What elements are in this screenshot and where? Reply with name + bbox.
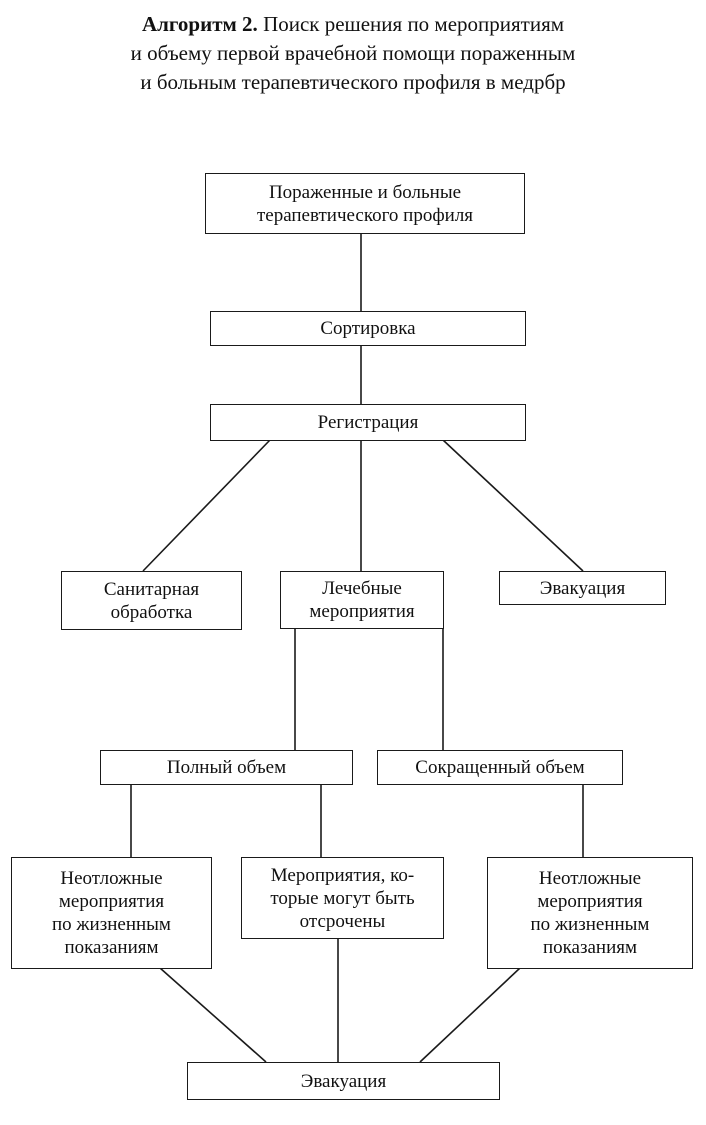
connector-registration-evacuation [442, 439, 584, 572]
node-deferred-line: отсрочены [299, 910, 386, 932]
node-deferred-line: торые могут быть [270, 887, 415, 909]
node-evacuation-bottom: Эвакуация [187, 1062, 500, 1100]
node-reduced-volume-line: Сокращенный объем [415, 757, 585, 778]
node-deferred-line: Мероприятия, ко- [270, 864, 415, 886]
connector-registration-sanitary [142, 439, 271, 572]
node-urgent-left-line: по жизненным [52, 914, 171, 935]
node-sorting: Сортировка [210, 311, 526, 346]
node-full-volume-line: Полный объем [166, 757, 287, 778]
node-urgent-right-line: Неотложные [538, 868, 642, 889]
diagram-title: Алгоритм 2. Поиск решения по мероприятия… [0, 10, 706, 97]
title-bold-prefix: Алгоритм 2. [141, 12, 258, 36]
title-line-3: и больным терапевтического профиля в мед… [140, 70, 566, 94]
node-treatment-line: Лечебные [322, 578, 402, 599]
node-evacuation-top-line: Эвакуация [539, 577, 626, 599]
node-sanitary-line: Санитарная [103, 578, 200, 600]
node-urgent-right-line: по жизненным [530, 914, 650, 935]
node-evacuation-top: Эвакуация [499, 571, 666, 605]
title-line-1-rest: Поиск решения по мероприятиям [263, 12, 565, 36]
node-urgent-left-line: показаниям [64, 937, 159, 958]
node-sanitary-line: обработка [110, 601, 193, 623]
node-root-line: терапевтического профиля [256, 204, 474, 226]
node-registration: Регистрация [210, 404, 526, 441]
title-line-2: и объему первой врачебной помощи поражен… [130, 41, 576, 65]
node-registration-line: Регистрация [317, 412, 419, 433]
node-reduced-volume: Сокращенный объем [377, 750, 623, 785]
node-root-line: Пораженные и больные [268, 181, 462, 203]
node-evacuation-bottom-line: Эвакуация [300, 1070, 387, 1092]
node-full-volume: Полный объем [100, 750, 353, 785]
title-line-1: Алгоритм 2. Поиск решения по мероприятия… [0, 10, 706, 39]
node-urgent-right-line: показаниям [542, 937, 638, 958]
connector-urgent-right-evacuation [419, 967, 521, 1063]
node-sorting-line: Сортировка [320, 318, 416, 339]
node-urgent-left-line: мероприятия [58, 891, 165, 912]
node-urgent-left-line: Неотложные [60, 868, 163, 889]
node-urgent-right-line: мероприятия [537, 891, 643, 912]
connector-urgent-left-evacuation [159, 967, 267, 1063]
node-treatment-line: мероприятия [309, 601, 415, 622]
